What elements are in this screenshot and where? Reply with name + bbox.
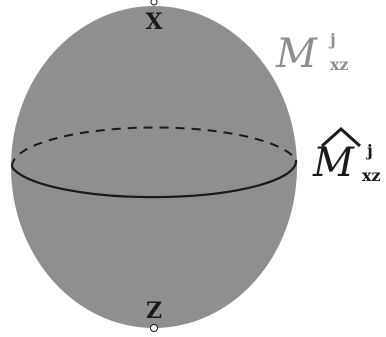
manifold-hat-label: M j xz bbox=[312, 126, 381, 186]
equator-back-dashed bbox=[10, 126, 297, 168]
manifold-symbol: M bbox=[275, 31, 318, 77]
manifold-subscript: xz bbox=[330, 55, 349, 74]
top-pole-marker bbox=[150, 0, 158, 6]
manifold-hat-subscript: xz bbox=[362, 166, 381, 185]
manifold-hat-symbol: M bbox=[312, 140, 355, 186]
bottom-pole-label: Z bbox=[146, 298, 162, 324]
equator-front-solid bbox=[11, 159, 298, 199]
sphere bbox=[11, 6, 297, 328]
top-pole-label: X bbox=[145, 9, 163, 35]
hat-icon bbox=[320, 126, 362, 148]
bottom-pole-marker bbox=[150, 324, 158, 332]
manifold-label: M j xz bbox=[275, 30, 349, 77]
manifold-hat-superscript: j bbox=[365, 141, 373, 160]
manifold-superscript: j bbox=[328, 30, 336, 49]
